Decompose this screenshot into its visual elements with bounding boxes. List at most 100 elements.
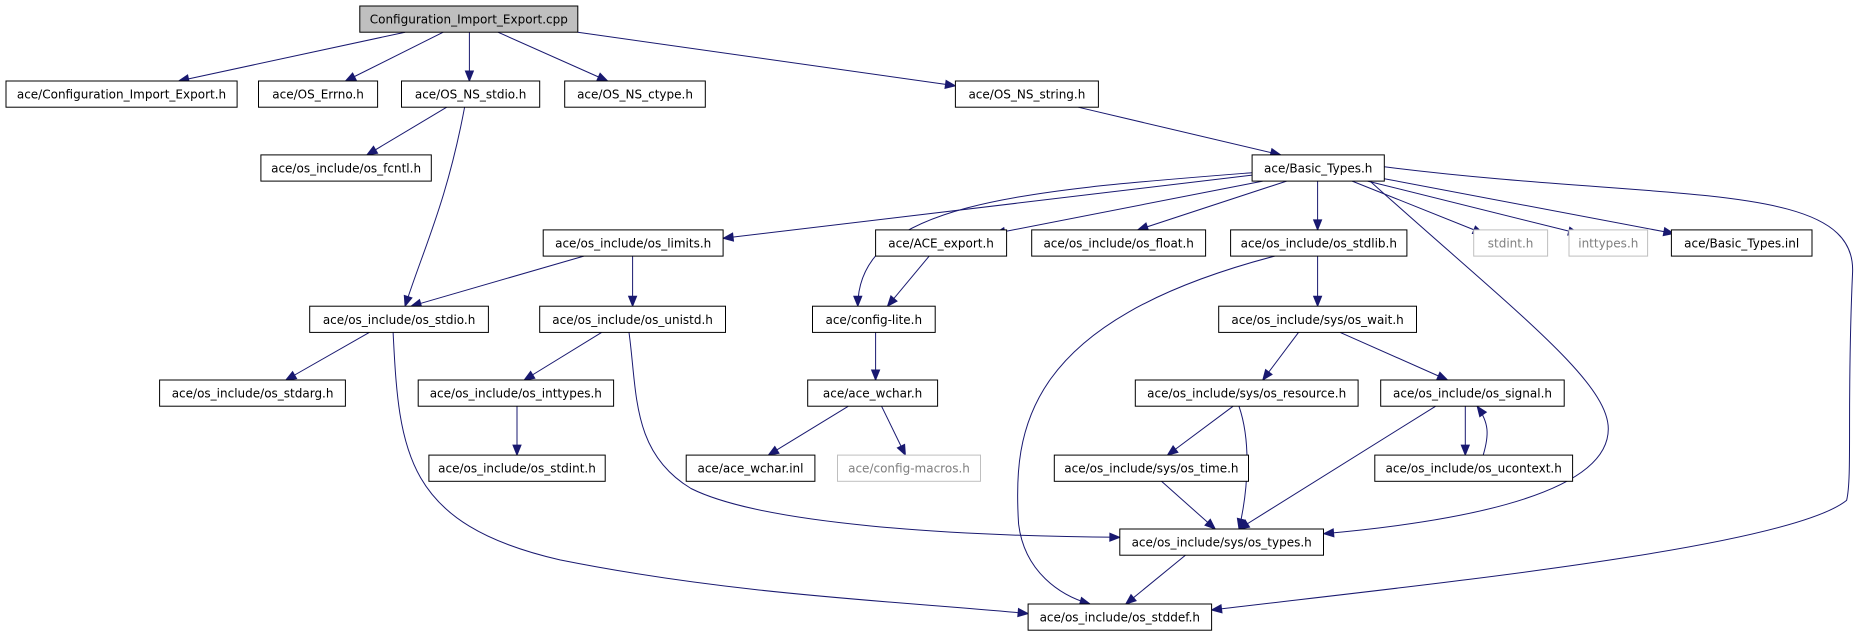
node-box[interactable]	[1027, 603, 1213, 631]
edge-os_stdlib-to-os_stddef	[1017, 255, 1275, 606]
node-box[interactable]	[309, 305, 489, 333]
node-box[interactable]	[875, 229, 1008, 257]
node-box[interactable]	[260, 154, 432, 182]
node-inttypes-h[interactable]: inttypes.h	[1568, 229, 1649, 257]
node-label: inttypes.h	[1578, 237, 1638, 251]
edge-line	[366, 106, 447, 156]
node-ns-stdio[interactable]: ace/OS_NS_stdio.h	[401, 80, 541, 108]
node-os-float[interactable]: ace/os_include/os_float.h	[1031, 229, 1207, 257]
node-os-signal[interactable]: ace/os_include/os_signal.h	[1380, 379, 1565, 407]
node-label: ace/Configuration_Import_Export.h	[17, 88, 226, 102]
node-label: ace/os_include/os_inttypes.h	[430, 387, 602, 401]
node-box[interactable]	[1230, 229, 1408, 257]
node-ns-string[interactable]: ace/OS_NS_string.h	[954, 80, 1099, 108]
node-box[interactable]	[1380, 379, 1565, 407]
node-config-macros[interactable]: ace/config-macros.h	[837, 454, 981, 482]
node-box[interactable]	[539, 305, 727, 333]
node-box[interactable]	[685, 454, 816, 482]
arrowhead	[1435, 371, 1449, 381]
node-box[interactable]	[1568, 229, 1649, 257]
edge-basic_types-to-stdint_h	[1352, 180, 1485, 234]
node-box[interactable]	[837, 454, 981, 482]
edge-line	[887, 255, 930, 307]
edge-os_stdio-to-os_stddef	[392, 332, 1030, 618]
node-errno[interactable]: ace/OS_Errno.h	[258, 80, 379, 108]
node-box[interactable]	[258, 80, 379, 108]
edge-line	[285, 331, 370, 381]
arrowhead	[523, 370, 536, 381]
arrowhead	[767, 445, 780, 456]
node-sys-time[interactable]: ace/os_include/sys/os_time.h	[1053, 454, 1250, 482]
node-box[interactable]	[159, 379, 346, 407]
node-label: ace/os_include/sys/os_wait.h	[1231, 313, 1403, 327]
arrowhead	[1017, 607, 1030, 618]
node-os-inttypes[interactable]: ace/os_include/os_inttypes.h	[417, 379, 615, 407]
node-ace-wchar[interactable]: ace/ace_wchar.h	[807, 379, 939, 407]
node-box[interactable]	[1374, 454, 1574, 482]
edge-line	[1238, 405, 1436, 530]
node-config-lite[interactable]: ace/config-lite.h	[812, 305, 936, 333]
node-box[interactable]	[1251, 154, 1385, 182]
node-ns-ctype[interactable]: ace/OS_NS_ctype.h	[564, 80, 706, 108]
node-sys-wait[interactable]: ace/os_include/sys/os_wait.h	[1218, 305, 1417, 333]
arrowhead	[721, 232, 735, 242]
node-os-stdarg[interactable]: ace/os_include/os_stdarg.h	[159, 379, 346, 407]
node-box[interactable]	[428, 454, 606, 482]
edge-line	[1384, 178, 1674, 234]
edge-basic_types-to-os_stdlib	[1312, 181, 1323, 232]
node-limits[interactable]: ace/os_include/os_limits.h	[542, 229, 724, 257]
node-box[interactable]	[1053, 454, 1250, 482]
node-label: ace/OS_NS_string.h	[968, 88, 1085, 102]
node-wchar-inl[interactable]: ace/ace_wchar.inl	[685, 454, 816, 482]
node-sys-resource[interactable]: ace/os_include/sys/os_resource.h	[1134, 379, 1359, 407]
node-box[interactable]	[1134, 379, 1359, 407]
node-os-stddef[interactable]: ace/os_include/os_stddef.h	[1027, 603, 1213, 631]
node-box[interactable]	[812, 305, 936, 333]
node-ace-export[interactable]: ace/ACE_export.h	[875, 229, 1008, 257]
node-label: ace/config-macros.h	[848, 462, 970, 476]
node-label: ace/Basic_Types.h	[1264, 162, 1372, 176]
edge-line	[497, 31, 608, 82]
node-box[interactable]	[1670, 229, 1813, 257]
node-stdint-h[interactable]: stdint.h	[1473, 229, 1549, 257]
node-box[interactable]	[401, 80, 541, 108]
node-os-stdint[interactable]: ace/os_include/os_stdint.h	[428, 454, 606, 482]
node-label: ace/ace_wchar.h	[823, 387, 922, 401]
node-box[interactable]	[1031, 229, 1207, 257]
node-box[interactable]	[564, 80, 706, 108]
node-basic-types[interactable]: ace/Basic_Types.h	[1251, 154, 1385, 182]
node-box[interactable]	[1473, 229, 1549, 257]
node-box[interactable]	[5, 80, 238, 108]
arrowhead	[1476, 405, 1488, 418]
node-box[interactable]	[807, 379, 939, 407]
node-label: Configuration_Import_Export.cpp	[370, 13, 568, 27]
node-box[interactable]	[417, 379, 615, 407]
node-box[interactable]	[1218, 305, 1417, 333]
node-box[interactable]	[954, 80, 1099, 108]
node-sys-types[interactable]: ace/os_include/sys/os_types.h	[1119, 528, 1325, 556]
node-label: ace/os_include/os_stdlib.h	[1241, 237, 1397, 251]
node-os-unistd[interactable]: ace/os_include/os_unistd.h	[539, 305, 727, 333]
node-root[interactable]: Configuration_Import_Export.cpp	[359, 5, 579, 33]
edge-line	[628, 332, 1120, 538]
node-os-stdlib[interactable]: ace/os_include/os_stdlib.h	[1230, 229, 1408, 257]
edge-line	[1125, 554, 1186, 605]
edge-limits-to-os_unistd	[627, 256, 638, 308]
node-os-ucontext[interactable]: ace/os_include/os_ucontext.h	[1374, 454, 1574, 482]
node-os-stdio[interactable]: ace/os_include/os_stdio.h	[309, 305, 489, 333]
edge-line	[1211, 166, 1854, 611]
node-cie-h[interactable]: ace/Configuration_Import_Export.h	[5, 80, 238, 108]
node-box[interactable]	[542, 229, 724, 257]
edge-sys_resource-to-sys_time	[1166, 405, 1234, 456]
node-box[interactable]	[1119, 528, 1325, 556]
edge-sys_wait-to-sys_resource	[1261, 332, 1299, 382]
arrowhead	[1109, 532, 1122, 542]
node-label: ace/os_include/os_stddef.h	[1040, 611, 1200, 625]
edge-sys_time-to-sys_types	[1161, 480, 1217, 530]
node-basic-inl[interactable]: ace/Basic_Types.inl	[1670, 229, 1813, 257]
node-label: ace/os_include/sys/os_resource.h	[1147, 387, 1346, 401]
node-box[interactable]	[359, 5, 579, 33]
arrowhead	[1204, 518, 1217, 530]
arrowhead	[886, 295, 898, 308]
node-fcntl[interactable]: ace/os_include/os_fcntl.h	[260, 154, 432, 182]
